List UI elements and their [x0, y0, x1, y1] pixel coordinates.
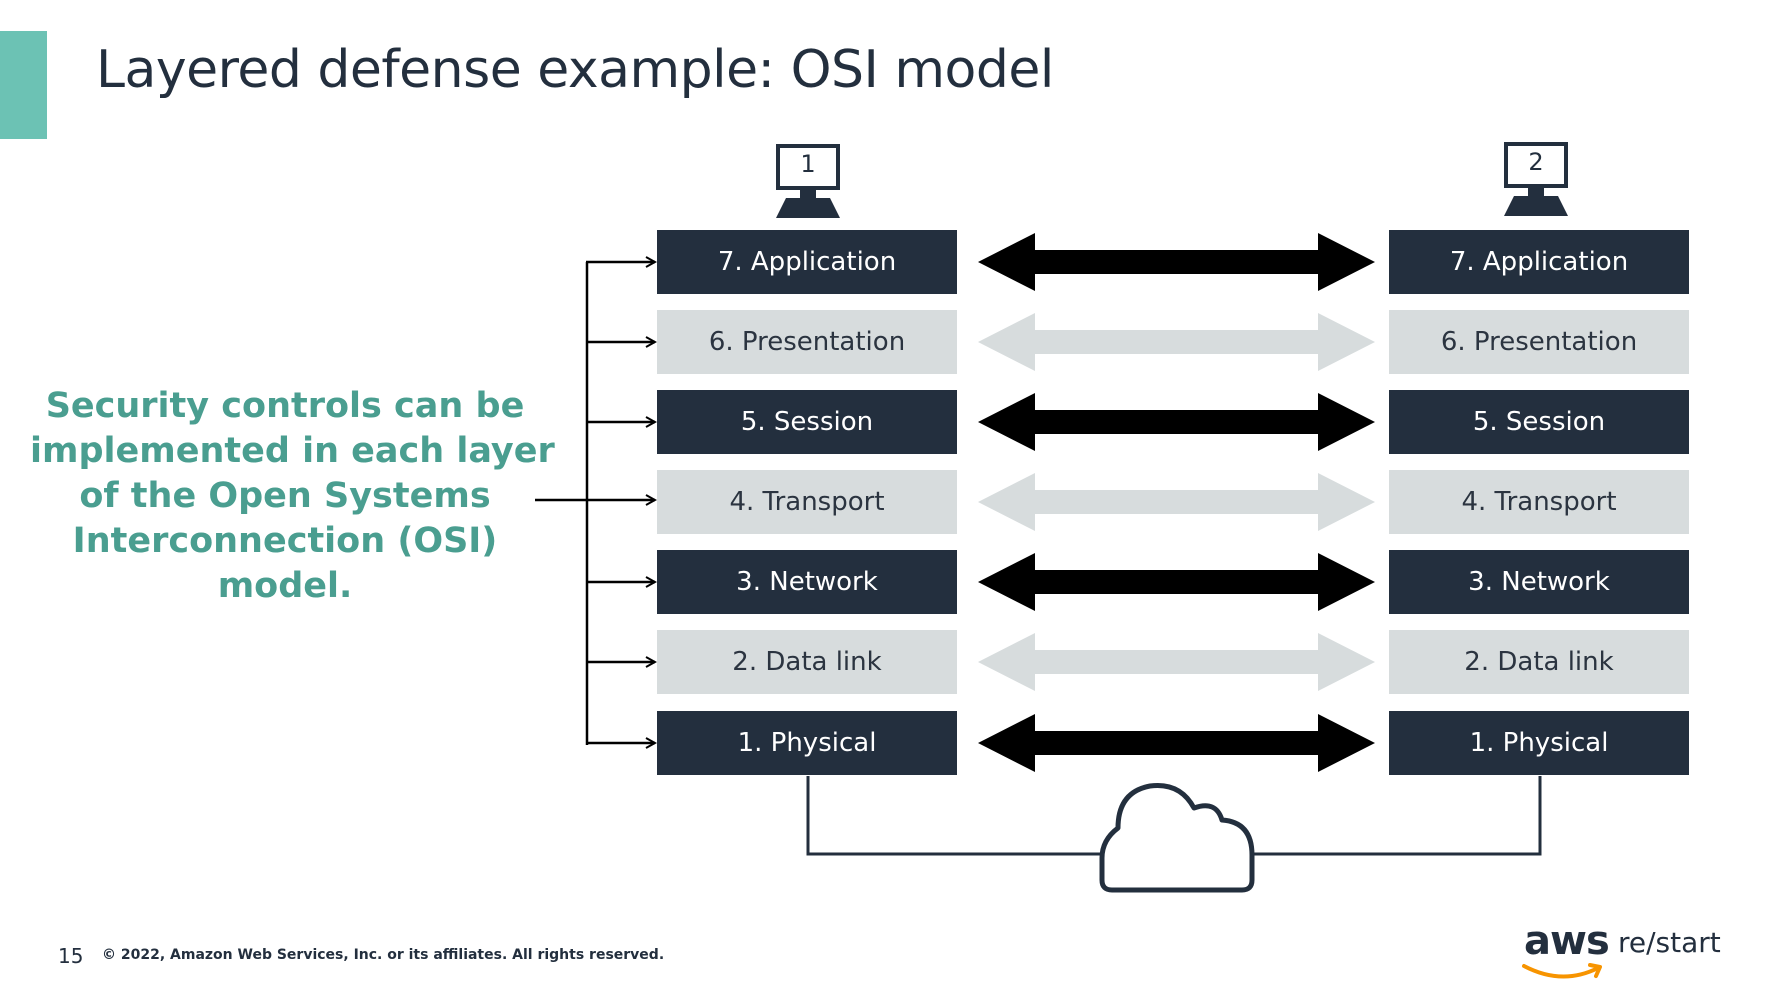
cloud-icon	[1099, 782, 1255, 893]
accent-bar	[0, 31, 47, 139]
double-arrow-icon	[978, 473, 1375, 531]
double-arrow-icon	[978, 313, 1375, 371]
right-layer-data-link: 2. Data link	[1389, 630, 1689, 694]
host-1-label: 1	[800, 150, 816, 178]
note-line-2: implemented in each layer	[30, 431, 555, 471]
physical-link	[806, 776, 1542, 856]
right-layer-session: 5. Session	[1389, 390, 1689, 454]
note-line-5: model.	[217, 566, 353, 606]
left-layer-session: 5. Session	[657, 390, 957, 454]
left-layer-application: 7. Application	[657, 230, 957, 294]
note-line-4: Interconnection (OSI)	[72, 521, 498, 561]
note-line-1: Security controls can be	[45, 386, 525, 426]
left-layer-data-link: 2. Data link	[657, 630, 957, 694]
double-arrow-icon	[978, 393, 1375, 451]
left-layer-presentation: 6. Presentation	[657, 310, 957, 374]
layer-arrows	[978, 233, 1375, 772]
right-layer-presentation: 6. Presentation	[1389, 310, 1689, 374]
security-controls-note: Security controls can be implemented in …	[30, 384, 555, 609]
aws-smile-icon	[1522, 963, 1602, 979]
right-layer-physical: 1. Physical	[1389, 711, 1689, 775]
computer-monitor-icon	[776, 144, 840, 218]
note-line-3: of the Open Systems	[79, 476, 491, 516]
double-arrow-icon	[978, 233, 1375, 291]
computer-monitor-icon	[1504, 142, 1568, 216]
left-layer-network: 3. Network	[657, 550, 957, 614]
left-layer-transport: 4. Transport	[657, 470, 957, 534]
aws-logo-text: aws	[1524, 918, 1610, 964]
double-arrow-icon	[978, 714, 1375, 772]
right-layer-network: 3. Network	[1389, 550, 1689, 614]
restart-logo-text: re/start	[1618, 926, 1721, 959]
right-layer-application: 7. Application	[1389, 230, 1689, 294]
double-arrow-icon	[978, 553, 1375, 611]
double-arrow-icon	[978, 633, 1375, 691]
left-layer-physical: 1. Physical	[657, 711, 957, 775]
page-title: Layered defense example: OSI model	[96, 40, 1054, 100]
copyright-notice: © 2022, Amazon Web Services, Inc. or its…	[102, 947, 665, 963]
bracket-connector	[535, 262, 655, 745]
right-layer-transport: 4. Transport	[1389, 470, 1689, 534]
host-2-label: 2	[1528, 148, 1544, 176]
page-number: 15	[58, 944, 84, 968]
